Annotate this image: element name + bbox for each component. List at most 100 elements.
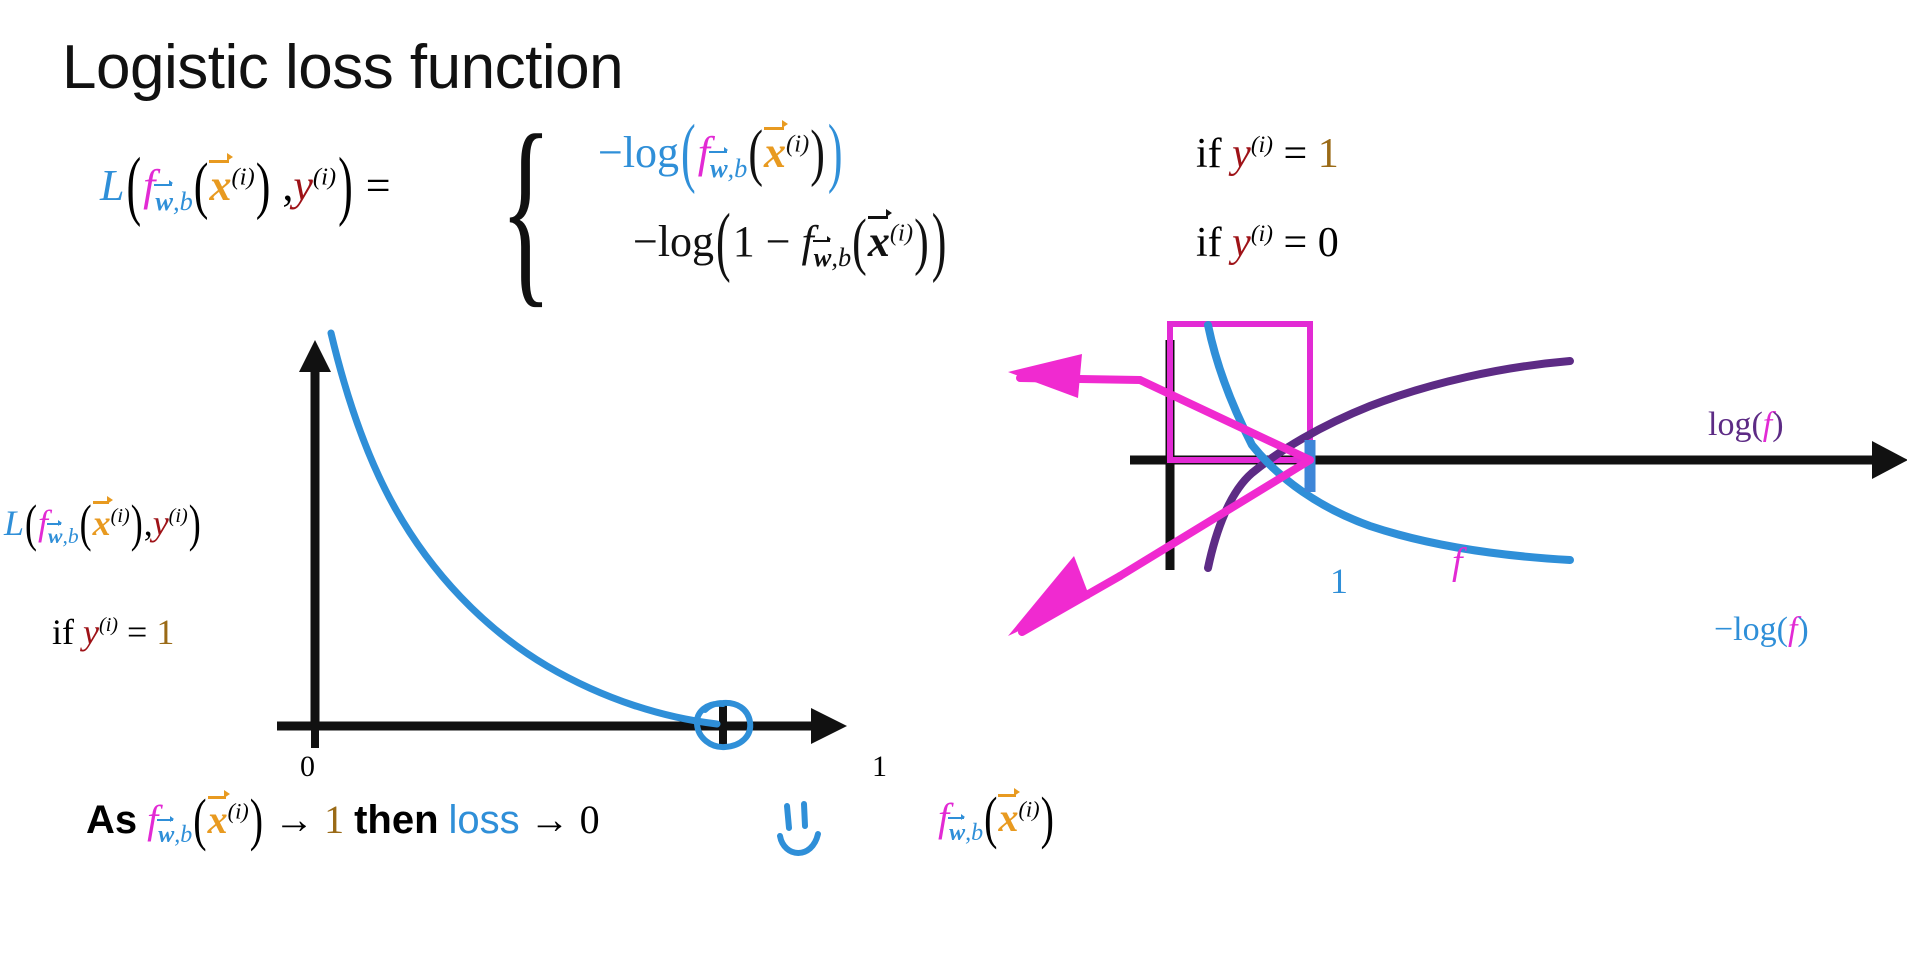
neglogf-close: ) bbox=[1797, 611, 1809, 648]
symbol-L: L bbox=[100, 161, 125, 210]
case1-inner-paren-close: ) bbox=[810, 116, 825, 188]
neglogf-prefix: −log( bbox=[1714, 611, 1788, 648]
left-cond-value: 1 bbox=[156, 612, 175, 652]
symbol-comma-b: ,b bbox=[172, 185, 193, 216]
right-chart-arrow-upper-line bbox=[1136, 376, 1314, 464]
bottom-comma-b: ,b bbox=[965, 820, 984, 846]
cond1-value: 1 bbox=[1317, 131, 1339, 177]
bottom-paren-close: ) bbox=[1040, 784, 1054, 850]
ylabel-comma-b: ,b bbox=[62, 524, 79, 549]
cond1-equals: = bbox=[1283, 131, 1308, 177]
case1-vector-x: x bbox=[764, 119, 788, 177]
bottom-symbol-f: f bbox=[938, 795, 950, 840]
logf-close: ) bbox=[1772, 406, 1784, 443]
ylabel-vector-w: w bbox=[47, 519, 63, 549]
cond1-superscript-i: (i) bbox=[1250, 132, 1274, 158]
case2-vector-w: w bbox=[812, 235, 832, 272]
bottom-vector-x: x bbox=[998, 787, 1021, 840]
case1-vector-w: w bbox=[708, 146, 728, 183]
left-chart-tick-label-0: 0 bbox=[300, 750, 315, 783]
left-if-keyword: if bbox=[52, 612, 74, 652]
loss-equation-case1: −log(fw,b(x(i))) bbox=[598, 114, 845, 191]
ylabel-inner-paren-open: ( bbox=[79, 494, 92, 552]
caption-comma-b: ,b bbox=[174, 822, 193, 848]
case2-symbol-f: f bbox=[801, 217, 814, 266]
log-f-legend-label: log(f) bbox=[1708, 408, 1784, 442]
ylabel-superscript-i-y: (i) bbox=[168, 505, 188, 527]
right-chart-annotation-rect bbox=[1167, 321, 1313, 463]
logf-symbol-f: f bbox=[1762, 406, 1773, 443]
case2-comma-b: ,b bbox=[831, 241, 852, 272]
paren-open: ( bbox=[126, 142, 142, 228]
right-chart-tick-label-1: 1 bbox=[1330, 561, 1348, 601]
bottom-vector-w: w bbox=[948, 813, 966, 846]
case2-condition: if y(i) = 0 bbox=[1196, 222, 1339, 264]
right-log-chart bbox=[1008, 321, 1907, 636]
right-chart-neg-log-curve bbox=[1204, 321, 1574, 564]
ylabel-symbol-L: L bbox=[4, 503, 25, 543]
page-title: Logistic loss function bbox=[62, 33, 624, 102]
caption-paren-close: ) bbox=[249, 786, 264, 852]
superscript-i-y: (i) bbox=[312, 163, 337, 191]
superscript-i: (i) bbox=[231, 163, 255, 191]
caption-symbol-f: f bbox=[147, 797, 159, 842]
cond2-symbol-y: y bbox=[1232, 220, 1251, 266]
left-cond-superscript-i: (i) bbox=[98, 614, 119, 636]
case-brace: { bbox=[500, 91, 552, 325]
ylabel-superscript-i: (i) bbox=[110, 505, 130, 527]
ylabel-paren-close: ) bbox=[188, 494, 201, 552]
caption-arrow-2: → bbox=[529, 797, 570, 842]
left-chart-loss-curve bbox=[327, 329, 721, 728]
caption-vector-w: w bbox=[157, 815, 175, 848]
case2-inner-paren-close: ) bbox=[914, 205, 929, 277]
caption-arrow-1: → bbox=[274, 797, 315, 842]
ylabel-vector-x: x bbox=[92, 495, 113, 543]
left-chart-y-axis-label: L(fw,b(x(i)),y(i)) bbox=[4, 495, 202, 549]
bottom-superscript-i: (i) bbox=[1018, 796, 1040, 822]
symbol-vector-w: w bbox=[154, 179, 173, 216]
if-keyword-1: if bbox=[1196, 131, 1222, 177]
equals-sign: = bbox=[365, 161, 391, 210]
cond2-equals: = bbox=[1283, 220, 1308, 266]
one-minus: 1 − bbox=[732, 217, 791, 266]
case1-superscript-i: (i) bbox=[786, 130, 810, 158]
ylabel-paren-open: ( bbox=[25, 494, 38, 552]
left-chart-highlight-circle bbox=[693, 699, 754, 751]
case2-paren-close: ) bbox=[931, 198, 947, 284]
left-chart-y-axis-arrowhead bbox=[299, 340, 331, 372]
case1-condition: if y(i) = 1 bbox=[1196, 133, 1339, 175]
bottom-paren-open: ( bbox=[984, 784, 998, 850]
case2-inner-paren-open: ( bbox=[852, 205, 867, 277]
if-keyword-2: if bbox=[1196, 220, 1222, 266]
loss-equation-lhs: L(fw,b(x(i)) ,y(i)) = bbox=[100, 147, 391, 224]
right-chart-arrow-upper-line-ext bbox=[1016, 374, 1144, 384]
case2-paren-open: ( bbox=[716, 198, 731, 284]
ylabel-symbol-y: y bbox=[152, 503, 169, 543]
cond2-superscript-i: (i) bbox=[1250, 221, 1274, 247]
loss-equation-case2: −log(1 − fw,b(x(i))) bbox=[633, 203, 948, 280]
left-cond-symbol-y: y bbox=[83, 612, 99, 652]
logf-prefix: log( bbox=[1708, 406, 1763, 443]
caption-zero: 0 bbox=[579, 797, 600, 842]
right-chart-bottom-axis-label: fw,b(x(i)) bbox=[938, 787, 1055, 846]
right-chart-arrow-lower-head bbox=[1008, 556, 1090, 636]
symbol-y: y bbox=[293, 161, 313, 210]
neg-log-f-legend-label: −log(f) bbox=[1714, 613, 1809, 647]
cond2-value: 0 bbox=[1317, 220, 1339, 266]
case1-paren-open: ( bbox=[681, 109, 696, 195]
paren-inner-close: ) bbox=[255, 149, 271, 221]
left-loss-chart bbox=[277, 329, 847, 751]
bottom-caption: As fw,b(x(i)) → 1 then loss → 0 bbox=[86, 789, 600, 848]
symbol-vector-x: x bbox=[209, 152, 234, 210]
case1-symbol-f: f bbox=[697, 128, 710, 177]
left-chart-y-axis-condition: if y(i) = 1 bbox=[52, 614, 174, 650]
neglogf-symbol-f: f bbox=[1787, 611, 1798, 648]
caption-as: As bbox=[86, 798, 138, 842]
caption-then: then bbox=[354, 798, 439, 842]
right-chart-arrow-lower-line-ext bbox=[1018, 572, 1124, 636]
case1-paren-close: ) bbox=[827, 109, 843, 195]
case2-vector-x: x bbox=[867, 208, 892, 266]
symbol-f: f bbox=[143, 161, 156, 210]
caption-paren-open: ( bbox=[193, 786, 207, 852]
ylabel-symbol-f: f bbox=[38, 503, 49, 543]
